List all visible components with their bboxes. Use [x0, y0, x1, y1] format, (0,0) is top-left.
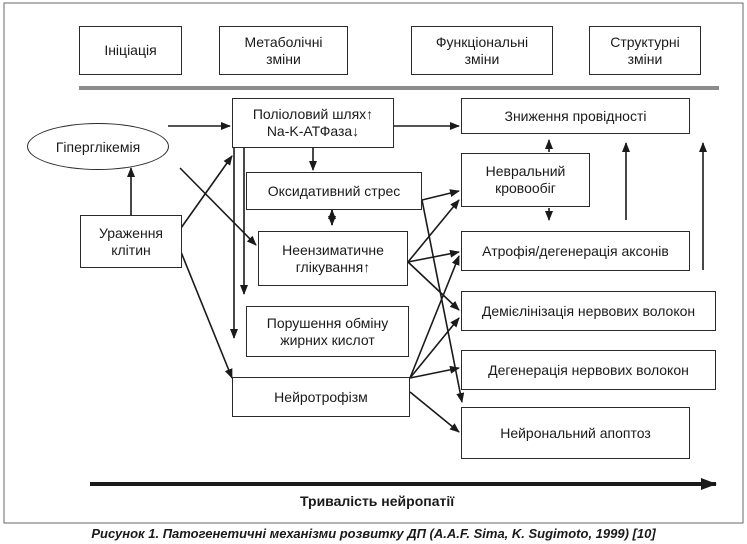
outer-frame: [3, 2, 744, 524]
arrow-neuro-degeneration: [409, 365, 460, 379]
node-degeneration-label: Дегенерація нервових волокон: [488, 361, 689, 378]
node-fatty-line1: Порушення обміну: [266, 314, 389, 331]
arrow-neuro-apoptosis: [409, 391, 460, 433]
node-degeneration: Дегенерація нервових волокон: [461, 350, 716, 390]
phase-functional: Функціональні зміни: [411, 26, 553, 75]
node-polyol-line1: Поліоловий шлях↑: [252, 106, 374, 122]
node-apoptosis-label: Нейрональний апоптоз: [500, 424, 651, 441]
node-neurotrophism: Нейротрофізм: [232, 377, 410, 417]
phase-structural: Структурні зміни: [589, 26, 701, 75]
arrow-glycation-demyelination: [407, 261, 460, 311]
phase-metabolic-label: Метаболічні зміни: [244, 33, 323, 67]
node-blood-flow: Невральний кровообіг: [461, 153, 590, 207]
phase-initiation-label: Ініціація: [104, 42, 157, 58]
node-demyelination-label: Демієлінізація нервових волокон: [481, 302, 696, 319]
node-oxidative-label: Оксидативний стрес: [267, 182, 401, 199]
node-neurotrophism-label: Нейротрофізм: [274, 388, 368, 405]
node-demyelination: Демієлінізація нервових волокон: [461, 291, 716, 331]
phase-structural-label: Структурні зміни: [610, 33, 680, 67]
arrow-oxidative-blood: [421, 189, 460, 201]
phase-initiation: Ініціація: [79, 26, 182, 75]
node-polyol-line2: Na-K-АТФаза↓: [266, 123, 360, 139]
arrow-glycation-atrophy: [407, 249, 460, 263]
node-atrophy-label: Атрофія/дегенерація аксонів: [482, 242, 669, 259]
node-glycation-line1: Неензиматичне: [282, 241, 384, 258]
arrow-neuro-demyelination: [409, 317, 460, 379]
node-cell-damage-label: Ураження клітин: [98, 224, 164, 258]
connector-arrows: [127, 122, 707, 433]
figure-caption: Рисунок 1. Патогенетичні механізми розви…: [91, 526, 656, 541]
phase-metabolic: Метаболічні зміни: [219, 26, 348, 75]
node-conduction-label: Зниження провідності: [504, 107, 647, 124]
node-conduction: Зниження провідності: [461, 98, 690, 134]
arrow-cell-neurotrophism: [180, 251, 233, 379]
node-oxidative: Оксидативний стрес: [246, 172, 422, 210]
node-apoptosis: Нейрональний апоптоз: [461, 407, 690, 459]
node-glycation-line2: глікування↑: [295, 258, 371, 275]
arrow-glycation-blood: [407, 199, 460, 263]
node-glycation: Неензиматичне глікування↑: [258, 231, 408, 286]
phase-functional-label: Функціональні зміни: [435, 33, 529, 67]
node-hyperglycemia: Гіперглікемія: [27, 123, 169, 170]
node-polyol: Поліоловий шлях↑ Na-K-АТФаза↓: [232, 98, 394, 148]
node-blood-line2: кровообіг: [495, 180, 556, 196]
node-blood-line1: Невральний: [485, 163, 566, 179]
arrow-neuro-atrophy: [409, 255, 460, 379]
node-hyperglycemia-label: Гіперглікемія: [55, 138, 141, 155]
node-atrophy: Атрофія/дегенерація аксонів: [461, 231, 690, 271]
arrow-cell-polyol: [180, 155, 233, 229]
node-fatty-acids: Порушення обміну жирних кислот: [246, 306, 409, 357]
node-fatty-line2: жирних кислот: [280, 331, 375, 348]
timeline-label: Тривалість нейропатії: [300, 493, 455, 509]
node-cell-damage: Ураження клітин: [80, 215, 182, 268]
